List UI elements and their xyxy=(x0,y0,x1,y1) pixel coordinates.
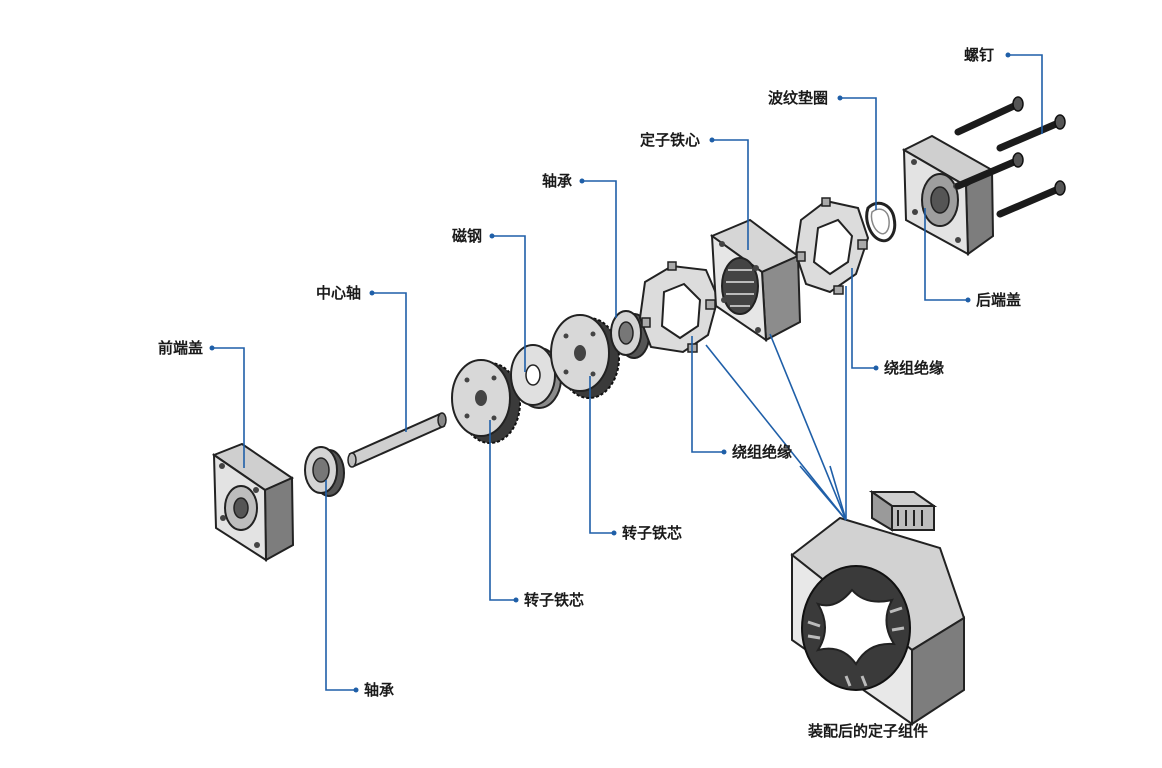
leader-bearing-bottom xyxy=(325,480,356,691)
leader-bearing-top xyxy=(582,180,617,318)
stator-core-part xyxy=(709,218,802,342)
leader-winding-right xyxy=(851,268,876,369)
arrow-line-2 xyxy=(769,333,847,521)
leader-screw xyxy=(1008,54,1043,134)
leader-stator-core xyxy=(712,139,749,250)
leader-rear-cover xyxy=(924,208,968,301)
shaft-part xyxy=(347,412,447,468)
arrow-line-5 xyxy=(829,465,847,521)
leader-shaft xyxy=(372,292,407,432)
leader-dots xyxy=(209,52,1011,693)
label-stator-core: 定子铁心 xyxy=(640,131,701,149)
leader-rotor-right xyxy=(589,376,614,534)
rotor-core-right-part xyxy=(550,314,620,399)
rear-cover-part xyxy=(901,134,995,256)
leader-winding-center xyxy=(691,336,724,453)
label-shaft: 中心轴 xyxy=(316,284,362,302)
front-bearing-part xyxy=(304,446,345,497)
winding-insulation-center-part xyxy=(638,261,720,354)
label-winding-insulation-center: 绕组绝缘 xyxy=(732,443,793,461)
front-cover-part xyxy=(211,442,295,562)
label-front-cover: 前端盖 xyxy=(158,339,204,357)
label-rotor-core-left: 转子铁芯 xyxy=(524,591,585,609)
leader-wave-washer xyxy=(840,97,877,210)
winding-insulation-right-part xyxy=(794,197,870,295)
label-rear-cover: 后端盖 xyxy=(976,291,1022,309)
label-bearing-bottom: 轴承 xyxy=(364,681,395,699)
magnet-part xyxy=(510,344,562,409)
label-assembled-stator: 装配后的定子组件 xyxy=(808,722,929,740)
assembled-stator-part xyxy=(790,490,966,726)
label-screw: 螺钉 xyxy=(964,46,995,64)
leader-front-cover xyxy=(212,347,245,468)
screws-part xyxy=(954,96,1066,218)
label-winding-insulation-right: 绕组绝缘 xyxy=(884,359,945,377)
leader-magnet xyxy=(492,235,526,372)
label-rotor-core-right: 转子铁芯 xyxy=(622,524,683,542)
label-magnet: 磁钢 xyxy=(452,227,483,245)
rotor-core-left-part xyxy=(451,359,521,444)
arrow-line-1 xyxy=(705,344,847,521)
leader-rotor-left xyxy=(489,420,516,601)
leader-lines xyxy=(212,54,1043,691)
label-wave-washer: 波纹垫圈 xyxy=(768,89,829,107)
wave-washer-part xyxy=(865,201,897,243)
label-bearing-top: 轴承 xyxy=(542,172,573,190)
arrow-line-4 xyxy=(799,465,847,521)
